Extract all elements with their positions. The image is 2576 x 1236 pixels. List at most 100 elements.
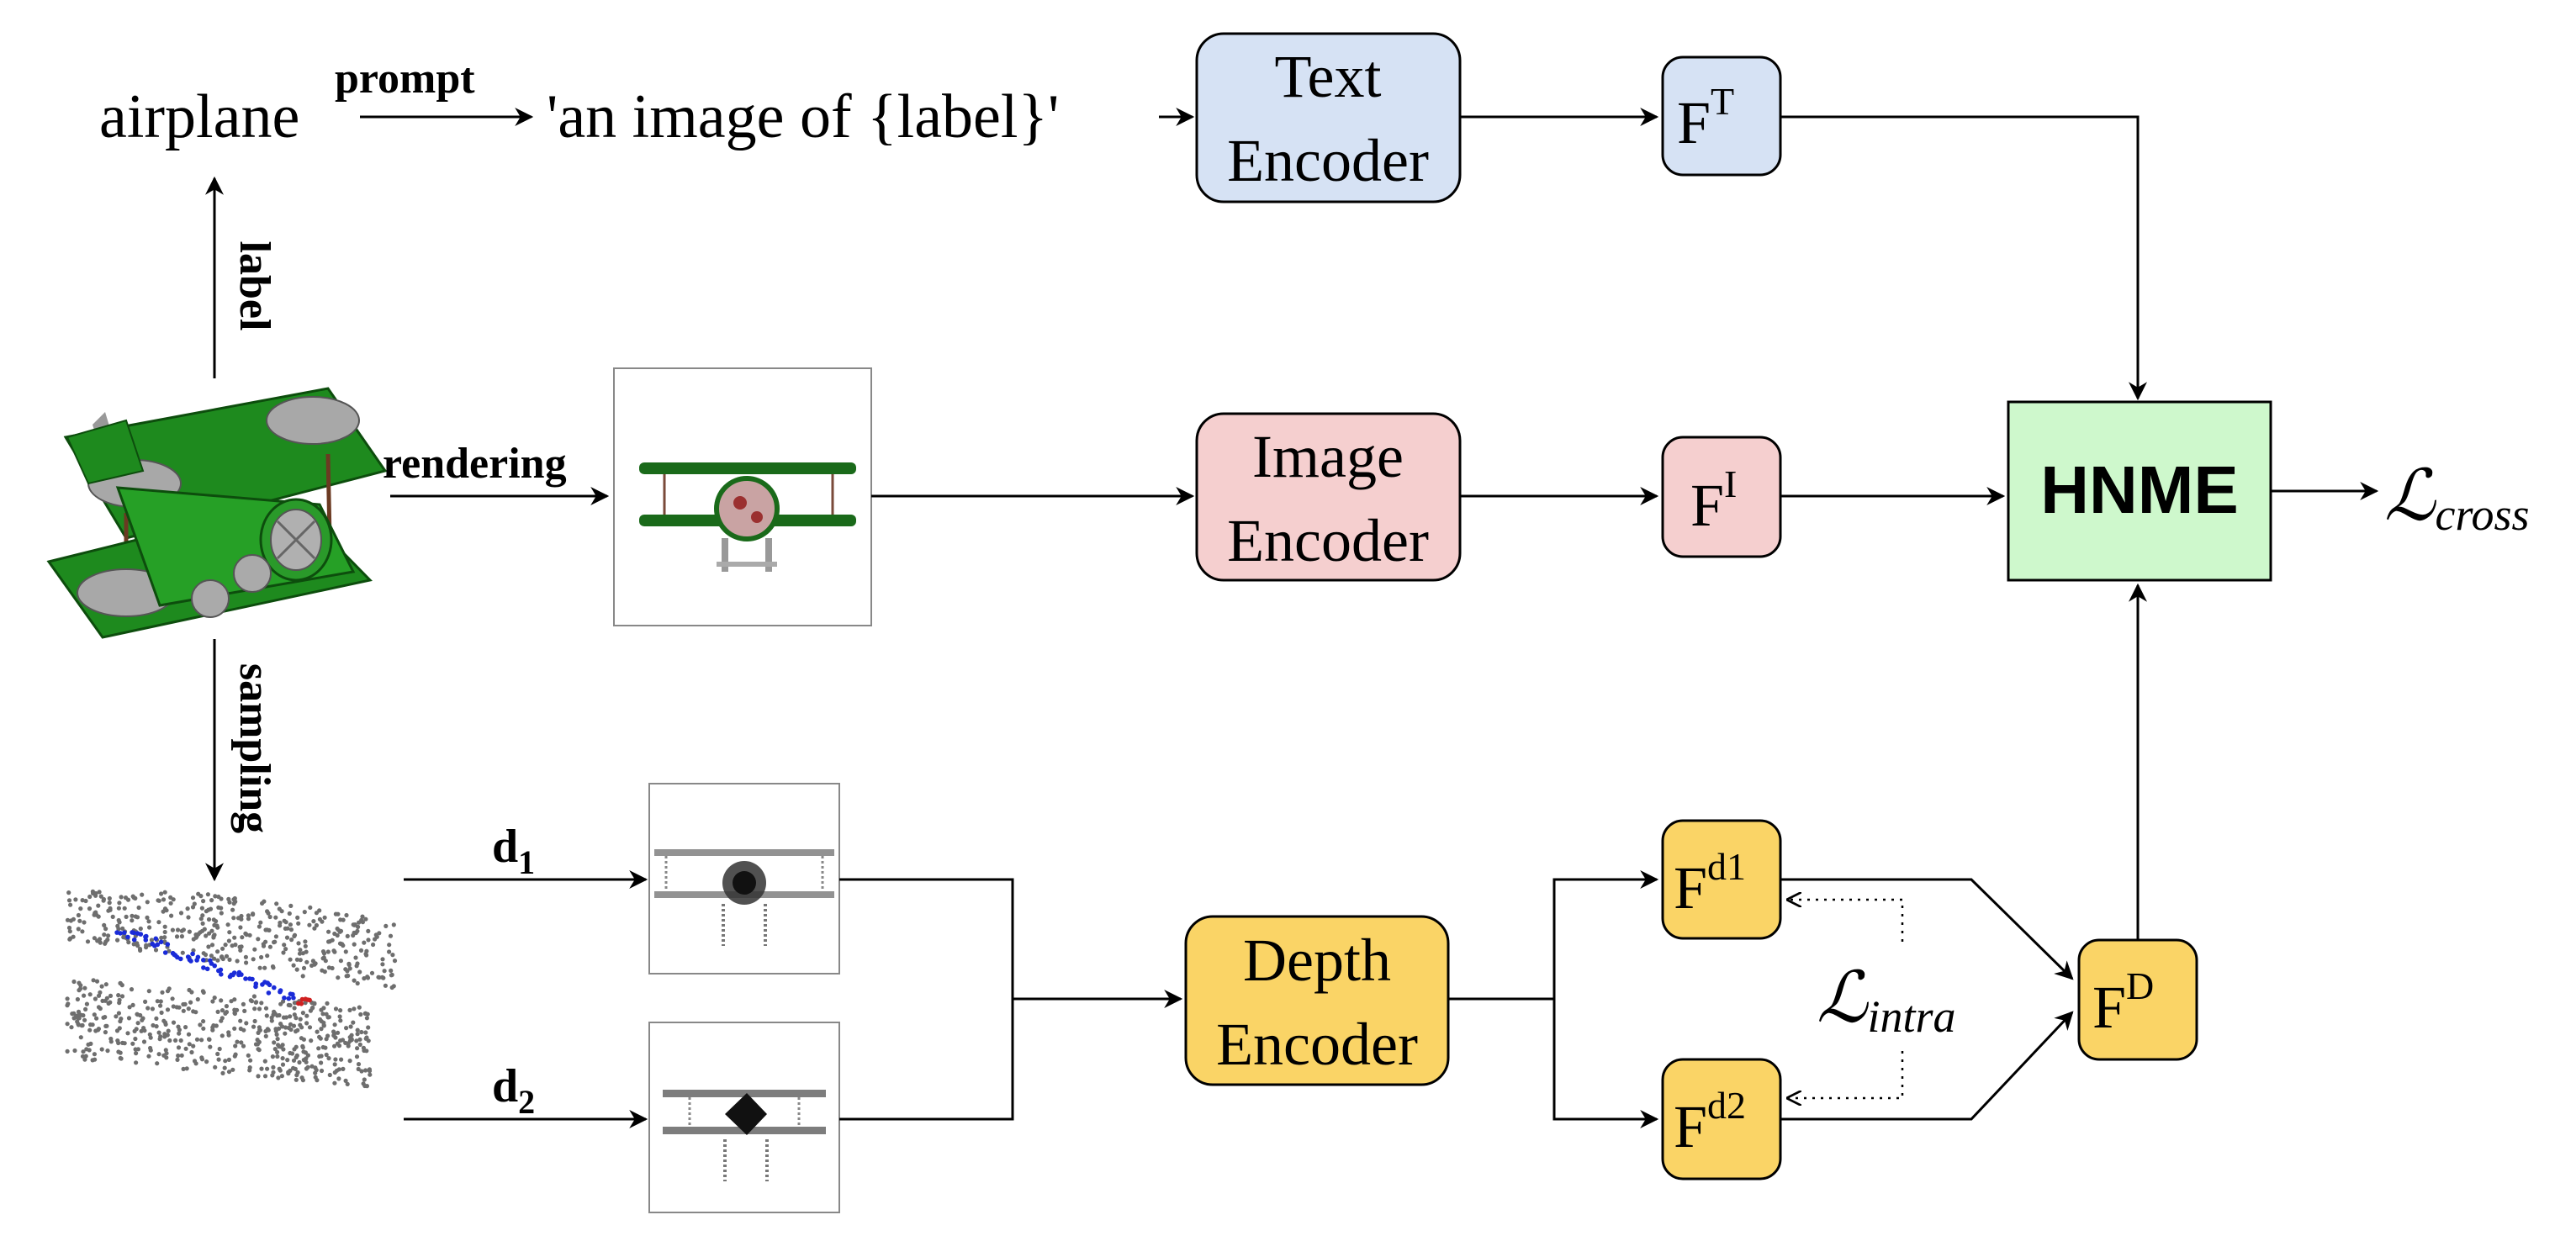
point-cloud-dot [87,906,93,911]
hnme-fusion-block: HNME [2007,400,2272,582]
point-cloud-dot [362,940,367,945]
rendering-edge-label: rendering [383,440,567,488]
point-cloud-dot [65,1003,70,1008]
point-cloud-dot [352,942,357,947]
point-cloud-dot [336,927,341,932]
point-cloud-dot [220,1033,225,1038]
point-cloud-dot [134,1051,139,1056]
point-cloud-dot [325,1001,330,1006]
point-cloud-dot [356,1062,362,1067]
feature-depth1-block: Fd1 [1661,819,1782,940]
point-cloud-dot [103,927,108,932]
point-cloud-dot [178,911,184,916]
point-cloud-dot [116,1049,121,1054]
point-cloud-dot [262,965,267,970]
point-cloud-dot [337,1014,342,1019]
point-cloud-dot [66,898,72,903]
point-cloud-dot [286,1070,291,1075]
point-cloud-dot [232,1026,237,1031]
point-cloud-dot [239,1040,244,1045]
point-cloud-dot [332,1080,337,1085]
point-cloud-highlight-dot [278,989,283,995]
point-cloud-dot [238,925,243,930]
point-cloud-dot [159,935,164,940]
point-cloud-dot [175,927,181,932]
point-cloud-dot [276,1043,281,1048]
point-cloud-dot [351,1020,356,1025]
point-cloud-dot [256,937,261,942]
point-cloud-dot [275,1013,280,1018]
point-cloud-dot [307,922,312,927]
point-cloud-dot [314,922,319,928]
point-cloud-dot [119,1017,124,1022]
point-cloud-dot [100,998,105,1003]
point-cloud-dot [296,941,301,946]
point-cloud-dot [243,954,248,959]
point-cloud-dot [115,923,120,928]
point-cloud-dot [288,903,294,908]
point-cloud-dot [214,919,219,924]
point-cloud-dot [125,1031,130,1036]
point-cloud-dot [357,1042,362,1047]
point-cloud-dot [195,996,200,1002]
point-cloud-dot [332,1022,337,1027]
point-cloud-dot [364,1048,369,1054]
point-cloud-dot [211,933,216,938]
point-cloud-dot [68,918,73,923]
point-cloud-dot [141,1039,147,1044]
point-cloud-dot [93,1057,98,1062]
point-cloud-dot [313,1065,318,1070]
point-cloud-dot [185,906,190,911]
point-cloud-dot [321,1006,326,1011]
point-cloud-dot [262,1059,267,1064]
point-cloud-dot [289,938,294,943]
point-cloud-dot [122,906,127,911]
point-cloud-dot [117,997,122,1002]
point-cloud-dot [280,1024,285,1029]
point-cloud-dot [223,943,228,948]
point-cloud-dot [203,952,209,958]
point-cloud-dot [176,1053,181,1059]
point-cloud-dot [246,916,251,922]
point-cloud-dot [299,1036,304,1041]
point-cloud-dot [129,987,135,992]
point-cloud-dot [284,935,290,940]
point-cloud-dot [176,1024,181,1029]
point-cloud-dot [108,907,113,912]
point-cloud-dot [232,1011,237,1017]
point-cloud-dot [73,897,78,902]
point-cloud-dot [116,917,121,923]
point-cloud-dot [192,1059,198,1064]
point-cloud-dot [154,1024,159,1029]
point-cloud-dot [326,939,331,944]
point-cloud-dot [355,1032,360,1037]
point-cloud-dot [158,1034,163,1039]
point-cloud-highlight-dot [299,1001,304,1006]
point-cloud-dot [273,934,278,939]
point-cloud-dot [274,1032,279,1037]
point-cloud-dot [200,921,205,926]
point-cloud-dot [207,931,212,936]
point-cloud-dot [392,959,398,964]
point-cloud-dot [82,993,87,998]
point-cloud-dot [244,932,249,938]
point-cloud-dot [270,964,276,969]
point-cloud-dot [122,1041,127,1046]
point-cloud-dot [233,1043,238,1048]
point-cloud-dot [325,1015,331,1020]
point-cloud-dot [156,898,161,903]
point-cloud-dot [344,974,349,979]
point-cloud-dot [291,1058,297,1063]
point-cloud-dot [133,895,138,901]
point-cloud-dot [145,900,150,905]
point-cloud-dot [363,1036,368,1041]
point-cloud-dot [294,1016,299,1021]
point-cloud-dot [297,951,303,956]
point-cloud-dot [71,979,77,985]
point-cloud-dot [369,970,375,975]
intra-loss-label: ℒintra [1817,959,1956,1042]
point-cloud-dot [371,942,376,948]
point-cloud-dot [343,1078,348,1083]
point-cloud-dot [244,960,249,965]
point-cloud-dot [355,1046,360,1051]
